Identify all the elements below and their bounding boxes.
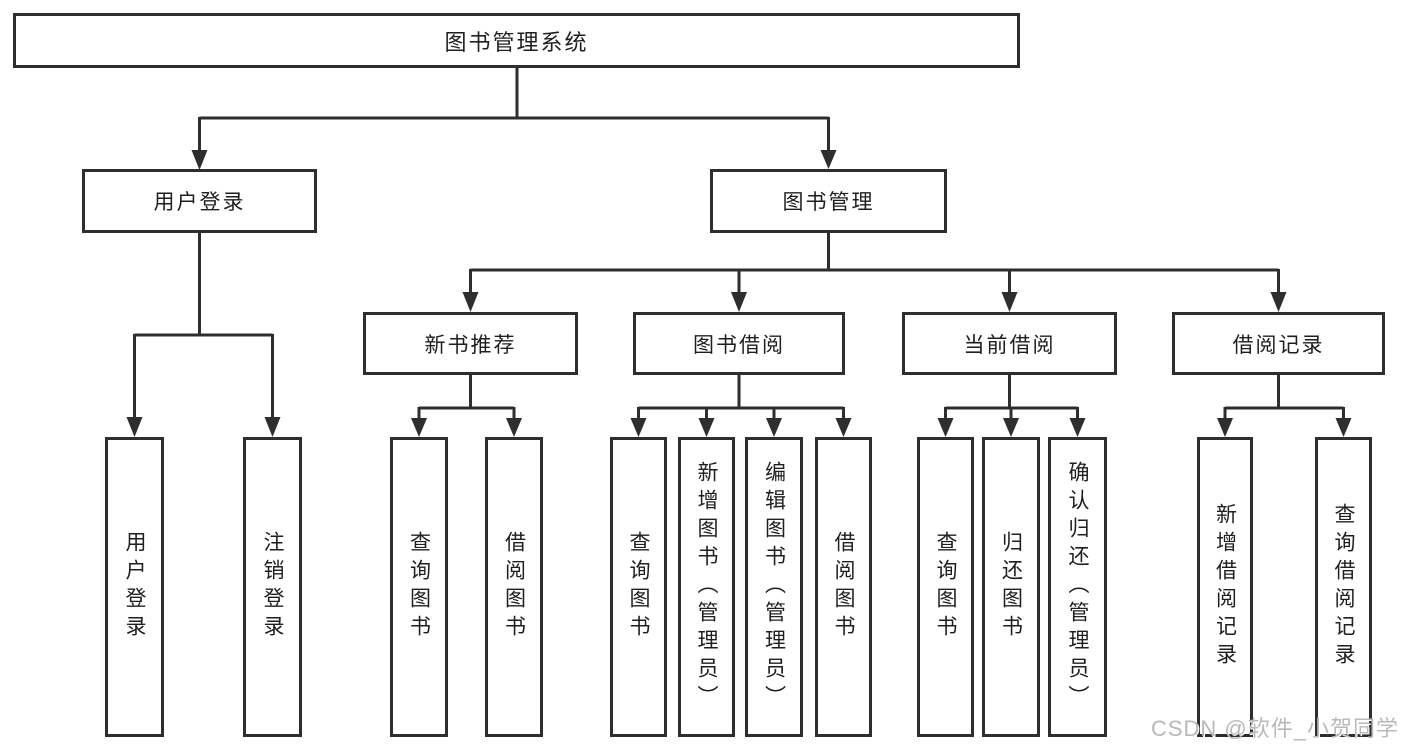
node-book-management-label: 图书管理 (782, 191, 875, 214)
node-new-book-recommendation-label: 新书推荐 (424, 333, 517, 357)
leaf-cb-return-books: 归还图书 (982, 437, 1040, 737)
leaf-user-login-label: 用户登录 (123, 531, 146, 643)
leaf-bb-borrow-books-label: 借阅图书 (832, 531, 855, 643)
node-new-book-recommendation: 新书推荐 (363, 312, 578, 375)
leaf-rec-borrow-books: 借阅图书 (485, 437, 543, 737)
leaf-logout: 注销登录 (243, 437, 302, 737)
leaf-user-login: 用户登录 (105, 437, 164, 737)
node-library-system-label: 图书管理系统 (444, 29, 589, 55)
node-borrowing-records-label: 借阅记录 (1232, 333, 1325, 357)
leaf-bb-borrow-books: 借阅图书 (815, 437, 872, 737)
node-library-system: 图书管理系统 (13, 13, 1020, 68)
leaf-bb-query-books: 查询图书 (610, 437, 667, 737)
node-current-borrowing-label: 当前借阅 (963, 333, 1056, 357)
node-user-login: 用户登录 (82, 169, 317, 233)
node-book-borrowing: 图书借阅 (633, 312, 845, 375)
node-book-borrowing-label: 图书借阅 (693, 333, 785, 357)
leaf-cb-return-books-label: 归还图书 (999, 531, 1023, 643)
leaf-br-add-record-label: 新增借阅记录 (1213, 503, 1237, 671)
leaf-rec-borrow-books-label: 借阅图书 (502, 531, 526, 643)
leaf-br-add-record: 新增借阅记录 (1197, 437, 1253, 737)
node-book-management: 图书管理 (710, 169, 947, 233)
leaf-br-query-record-label: 查询借阅记录 (1332, 503, 1355, 671)
leaf-logout-label: 注销登录 (261, 531, 284, 643)
leaf-br-query-record: 查询借阅记录 (1315, 437, 1372, 737)
leaf-bb-add-books-admin-label: 新增图书（管理员） (695, 461, 718, 713)
node-user-login-label: 用户登录 (153, 191, 246, 214)
leaf-bb-edit-books-admin: 编辑图书（管理员） (745, 437, 803, 737)
leaf-cb-confirm-return-admin-label: 确认归还（管理员） (1066, 461, 1089, 713)
leaf-bb-add-books-admin: 新增图书（管理员） (678, 437, 735, 737)
leaf-rec-query-books-label: 查询图书 (407, 531, 431, 643)
node-current-borrowing: 当前借阅 (902, 312, 1117, 375)
leaf-cb-query-books: 查询图书 (917, 437, 974, 737)
watermark: CSDN @软件_小贺同学 (1150, 716, 1399, 741)
leaf-bb-query-books-label: 查询图书 (627, 531, 650, 643)
leaf-rec-query-books: 查询图书 (390, 437, 448, 737)
node-borrowing-records: 借阅记录 (1172, 312, 1385, 375)
leaf-cb-query-books-label: 查询图书 (934, 531, 957, 643)
leaf-bb-edit-books-admin-label: 编辑图书（管理员） (762, 461, 786, 713)
leaf-cb-confirm-return-admin: 确认归还（管理员） (1048, 437, 1107, 737)
